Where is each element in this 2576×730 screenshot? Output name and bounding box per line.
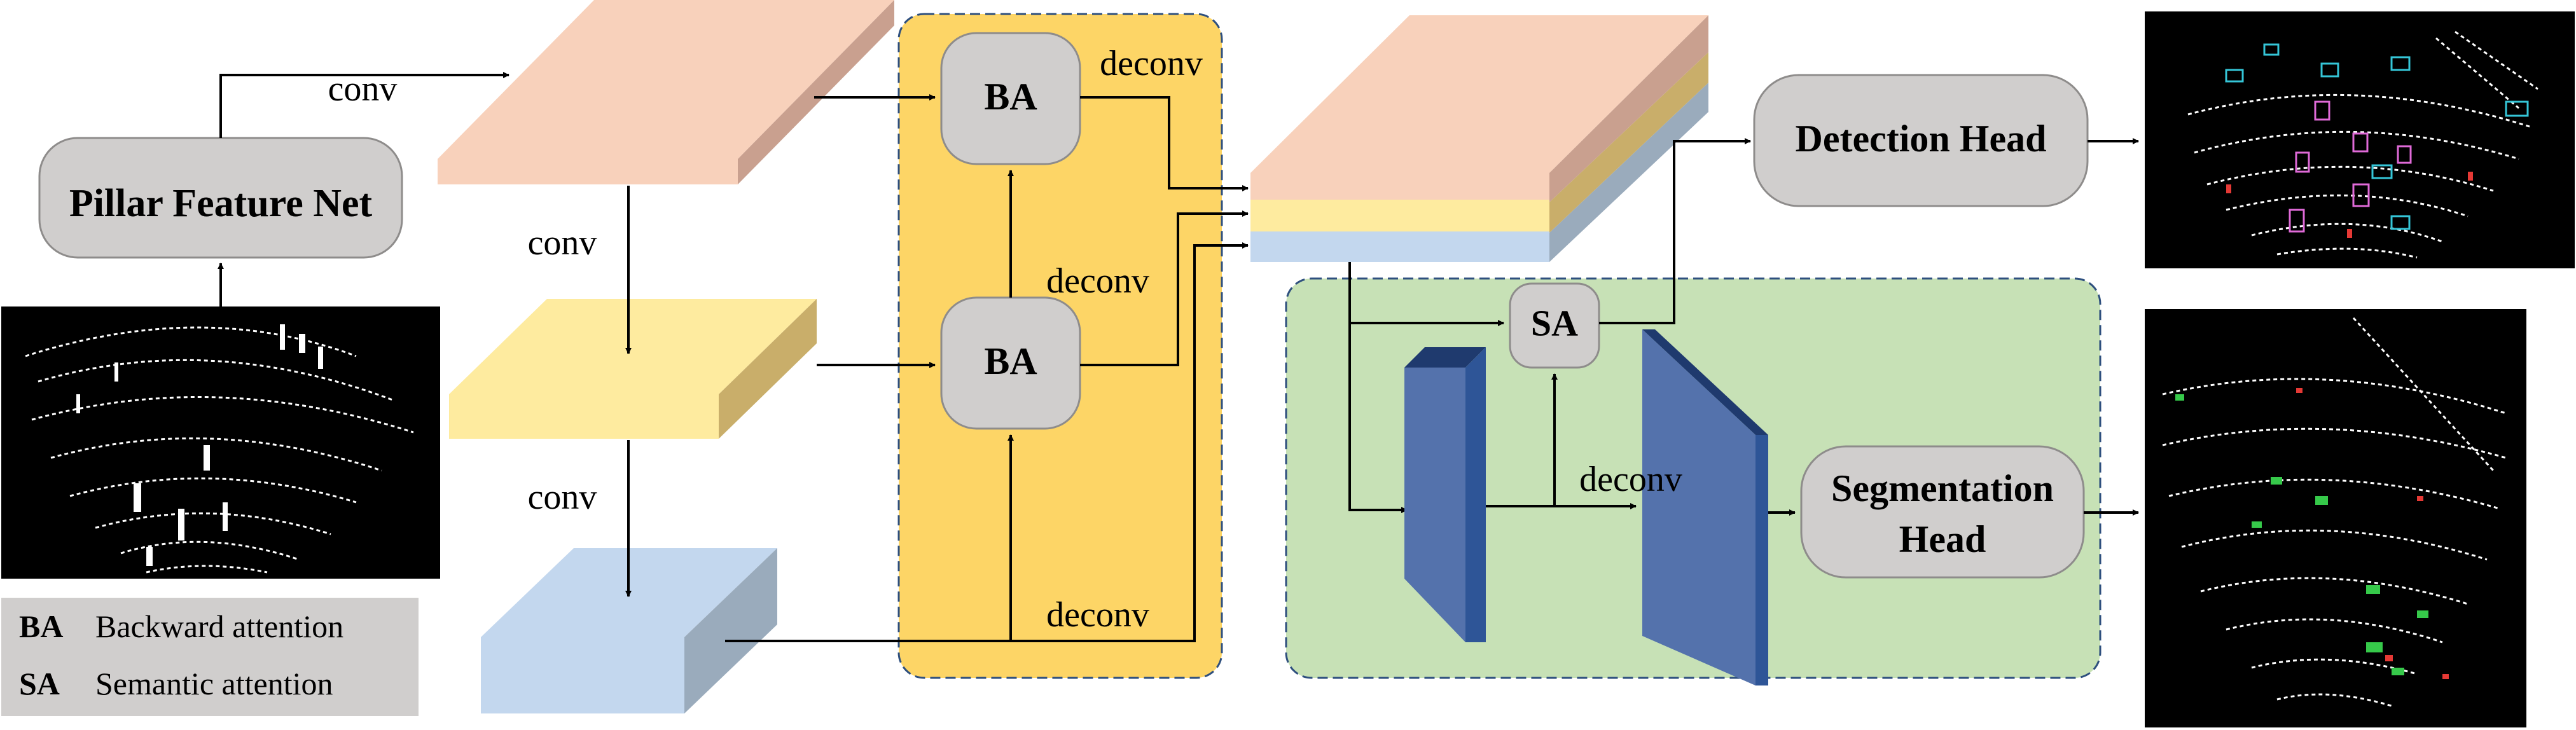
segmentation-head-label-line2: Head xyxy=(1899,518,1986,560)
legend-text-ba: Backward attention xyxy=(95,609,343,644)
deconv-label-seg: deconv xyxy=(1579,460,1682,499)
concatenated-feature-stack xyxy=(1250,15,1708,262)
ba-mid-label: BA xyxy=(984,340,1037,382)
input-point-cloud-image xyxy=(1,306,440,579)
arrow-pfn-to-orange xyxy=(219,72,509,138)
deconv-label-ba-mid: deconv xyxy=(1046,261,1149,301)
conv-label-2: conv xyxy=(528,223,597,263)
seg-feature-block-1 xyxy=(1404,347,1486,642)
conv-label-3: conv xyxy=(528,478,597,517)
arrow-blue-to-concat xyxy=(725,242,1249,642)
conv-label-1: conv xyxy=(328,69,398,109)
arrow-sa-to-detection-head xyxy=(1599,138,1751,324)
deconv-label-ba-top: deconv xyxy=(1100,44,1203,83)
legend-text-sa: Semantic attention xyxy=(95,666,333,701)
feature-map-yellow xyxy=(449,299,817,439)
arrow-ba-mid-to-concat xyxy=(1080,210,1249,366)
legend-abbr-ba: BA xyxy=(19,609,63,644)
sa-block xyxy=(1509,282,1600,369)
arrow-ba-top-to-concat xyxy=(1080,96,1249,191)
legend-abbr-sa: SA xyxy=(19,666,60,701)
ba-top-label: BA xyxy=(984,76,1037,118)
deconv-label-bottom: deconv xyxy=(1046,595,1149,635)
sa-label: SA xyxy=(1531,302,1578,343)
arrow-concat-to-deconv-block xyxy=(1348,262,1408,513)
detection-output-image xyxy=(2145,11,2575,268)
legend-box xyxy=(1,598,419,716)
pillar-feature-net-label: Pillar Feature Net xyxy=(69,182,373,225)
segmentation-output-image xyxy=(2145,309,2526,727)
feature-map-orange xyxy=(438,0,894,184)
seg-feature-block-2 xyxy=(1642,329,1768,685)
detection-head-label: Detection Head xyxy=(1796,118,2047,160)
segmentation-head-label-line1: Segmentation xyxy=(1831,467,2054,509)
